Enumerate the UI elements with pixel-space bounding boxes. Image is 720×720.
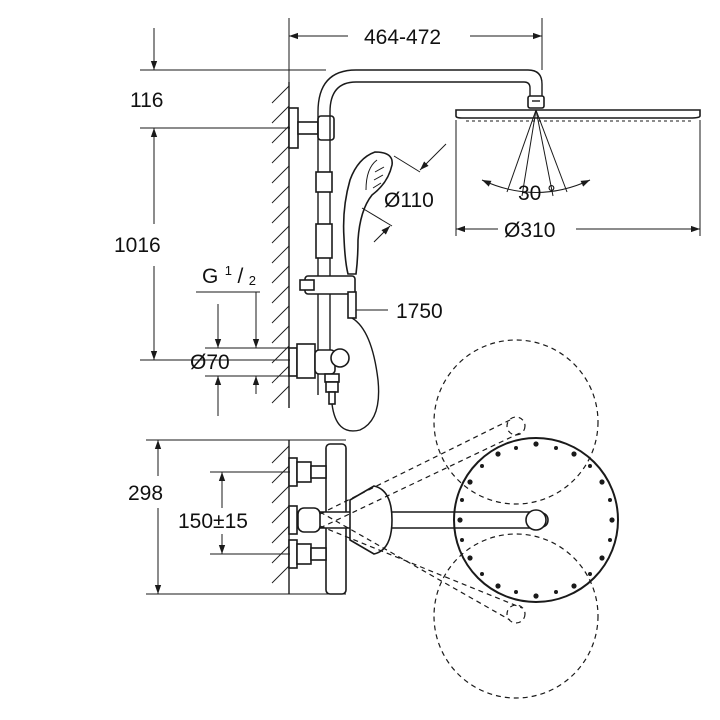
shower-hose — [331, 317, 380, 432]
wall-hatching — [271, 82, 290, 408]
spray-angle-indicator — [481, 109, 591, 197]
column-height-label: 1016 — [114, 234, 161, 257]
head-shower-diameter-label: Ø310 — [504, 219, 555, 242]
width-range-label: 464-472 — [364, 26, 441, 49]
thread-size-callout — [196, 291, 260, 348]
top-offset-label: 116 — [130, 89, 163, 112]
inlet-spacing-label: 150±15 — [178, 510, 248, 533]
escutcheon-diameter-label: Ø70 — [190, 351, 230, 374]
plan-depth-label: 298 — [128, 482, 163, 505]
hand-shower-diameter-label: Ø110 — [384, 189, 434, 212]
plan-head-shower — [453, 437, 619, 603]
tilt-angle-label: 30 ° — [518, 182, 556, 205]
slide-holder — [299, 275, 357, 319]
plan-view: 298 150±15 — [128, 339, 619, 699]
column-height-dimension — [140, 128, 290, 361]
lower-connection — [288, 343, 350, 405]
head-shower — [455, 95, 701, 122]
hand-shower-dimension — [361, 143, 447, 243]
thermostat-mixer — [288, 443, 347, 595]
top-offset-dimension — [140, 28, 326, 150]
inlet-spacing-dimension — [210, 471, 290, 555]
swivel-range-dashed — [319, 339, 599, 699]
plan-wall-hatching — [271, 440, 290, 594]
plan-hand-shower — [349, 485, 393, 555]
width-dimension — [288, 18, 543, 84]
plan-depth-dimension — [146, 439, 346, 595]
escutcheon-dimension — [205, 304, 290, 416]
thread-size-label: G 1 / 2 — [202, 262, 256, 288]
riser-pipe — [315, 69, 543, 395]
head-shower-dimension — [455, 120, 701, 236]
elevation-view: 30 ° — [114, 18, 701, 432]
hand-shower — [342, 151, 393, 275]
upper-wall-bracket — [288, 107, 335, 149]
hose-length-label: 1750 — [396, 300, 443, 323]
plan-head-nozzles — [457, 441, 615, 599]
plan-shower-arm — [297, 507, 549, 533]
